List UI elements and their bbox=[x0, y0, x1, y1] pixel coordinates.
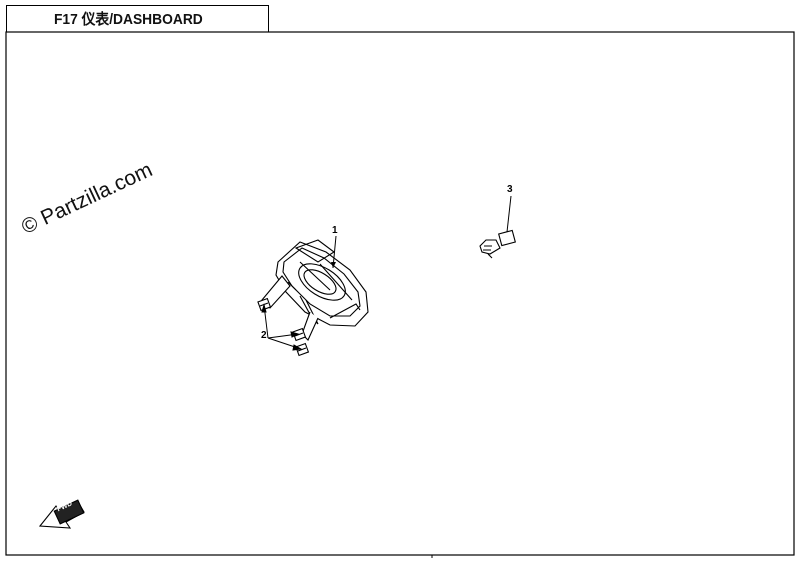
callout-1[interactable]: 1 bbox=[332, 225, 338, 236]
sheet-border bbox=[5, 31, 795, 556]
connector-part bbox=[479, 229, 516, 259]
callout-3-leader bbox=[506, 195, 512, 233]
callout-3[interactable]: 3 bbox=[507, 184, 513, 195]
page-title: F17 仪表/DASHBOARD bbox=[54, 11, 203, 28]
callout-2[interactable]: 2 bbox=[261, 330, 267, 341]
fasteners bbox=[257, 297, 310, 357]
title-box bbox=[6, 5, 269, 32]
callout-2-leaders bbox=[261, 303, 303, 351]
fwd-arrow-icon bbox=[38, 499, 85, 529]
dashboard-assembly bbox=[261, 239, 369, 341]
